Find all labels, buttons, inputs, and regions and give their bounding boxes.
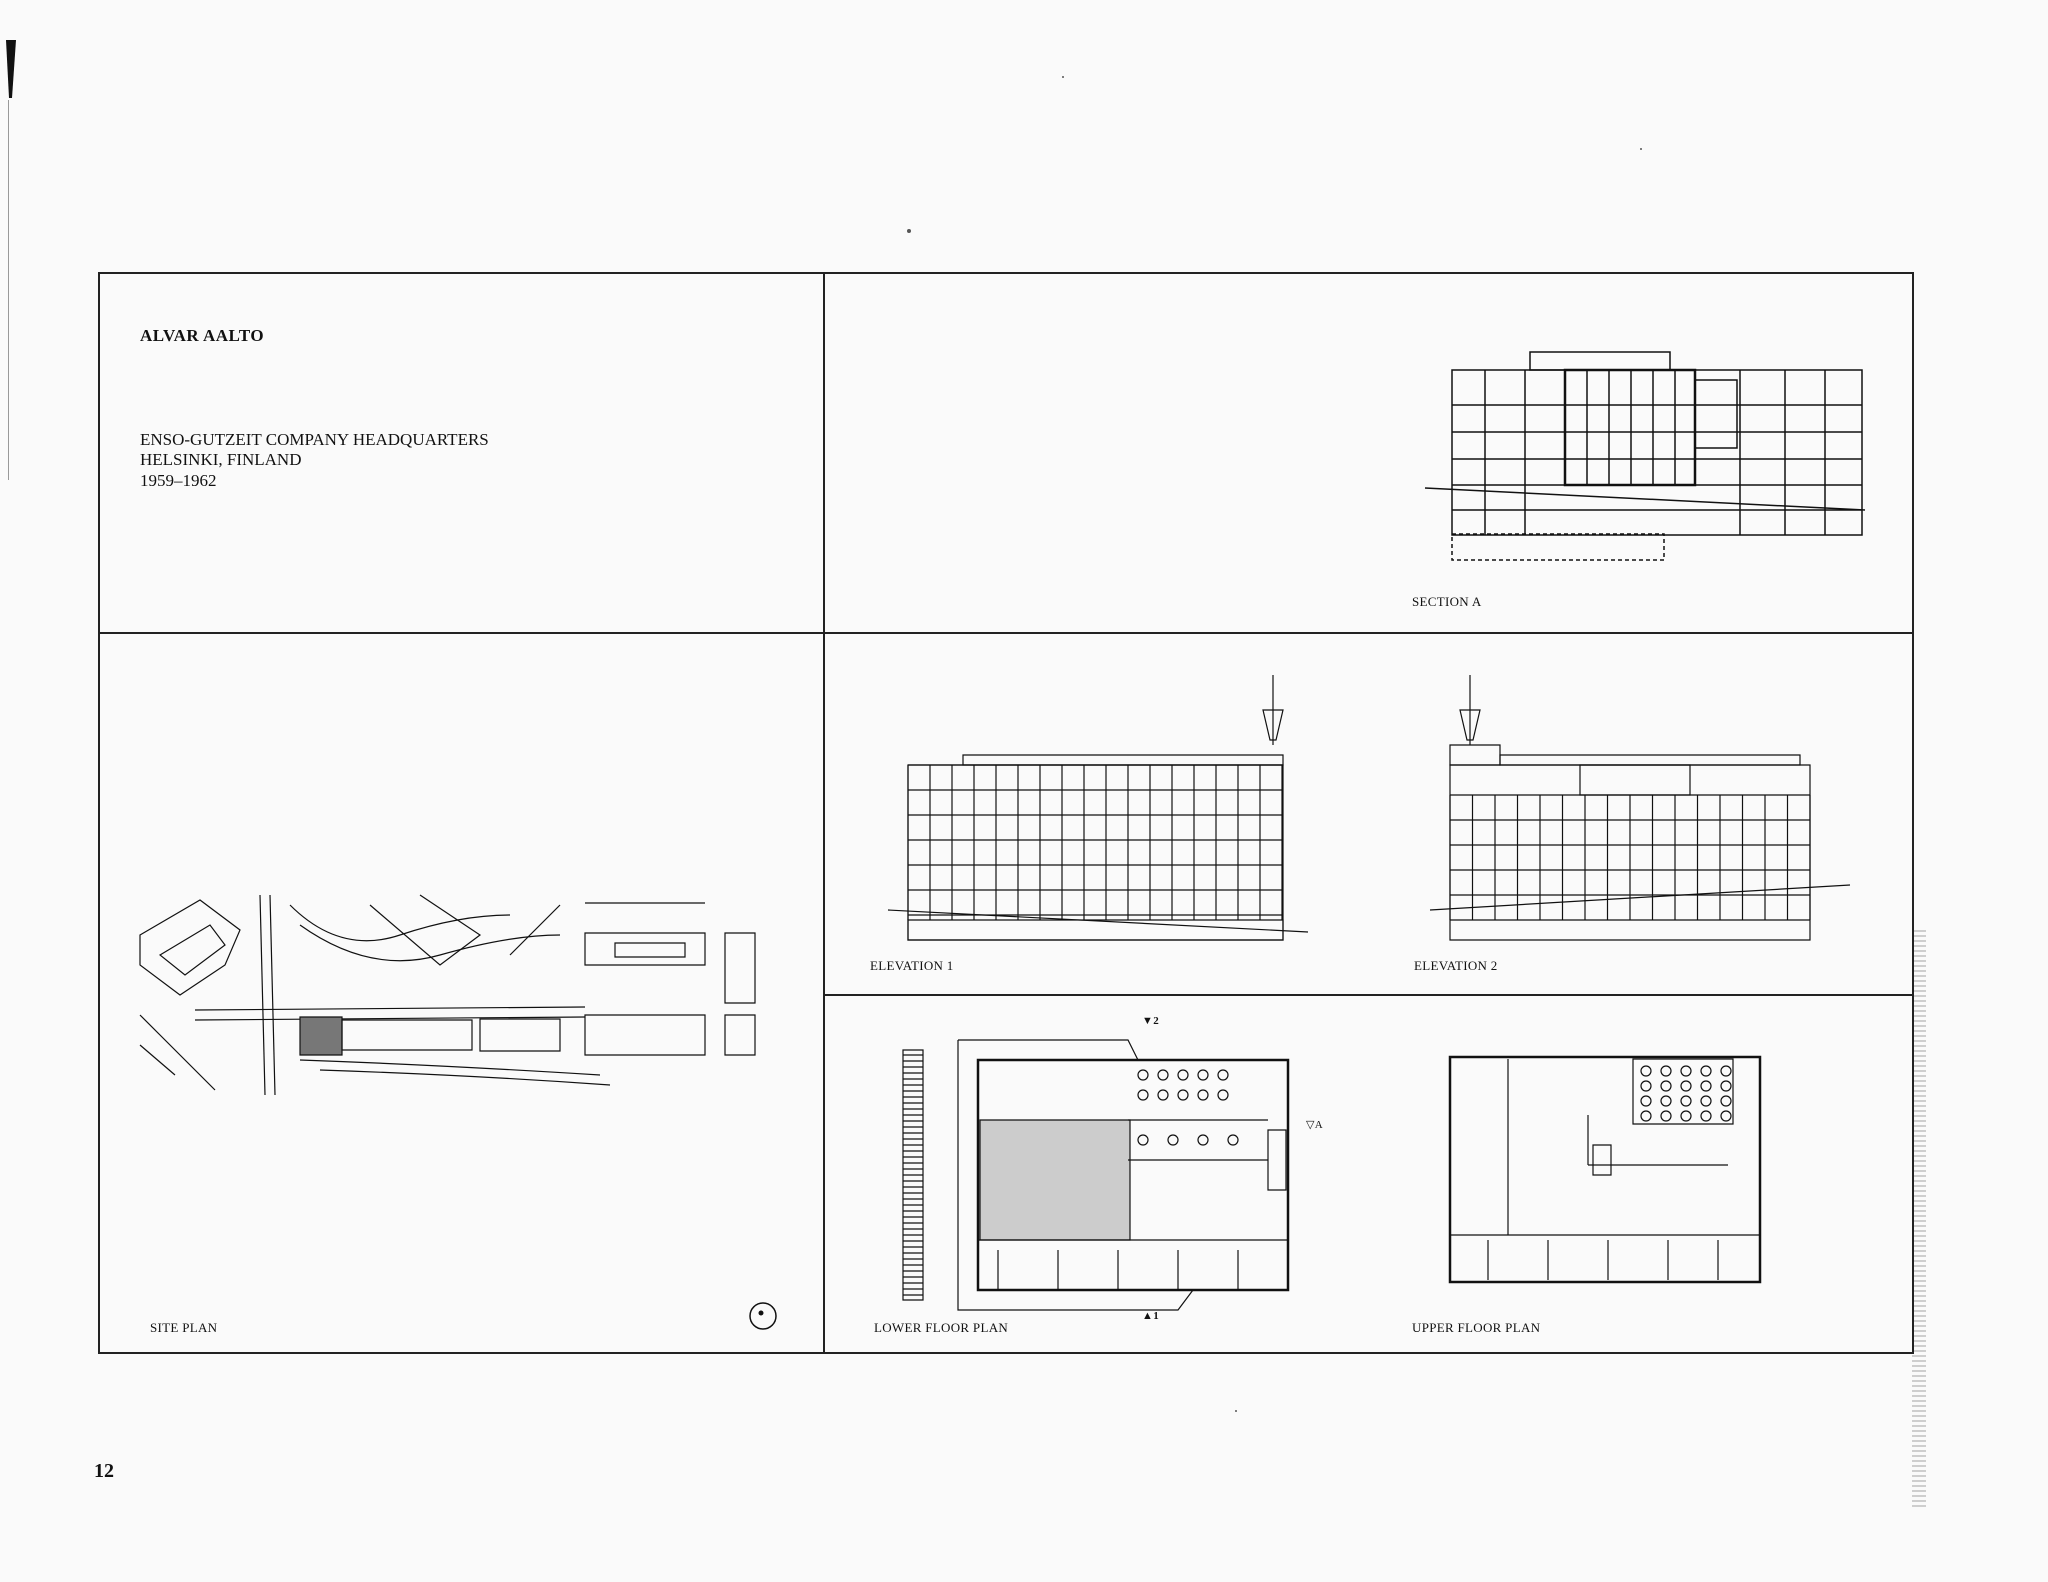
drawing-line <box>1721 1111 1731 1121</box>
drawing-line <box>1228 1135 1238 1145</box>
section-marker-1-number: 1 <box>1153 1310 1159 1322</box>
north-arrow-icon <box>748 1301 778 1331</box>
drawing-line <box>1218 1090 1228 1100</box>
elevation-2-drawing <box>1430 670 1850 930</box>
drawing-line <box>1701 1111 1711 1121</box>
drawing-line <box>1641 1081 1651 1091</box>
scan-speck <box>1062 76 1064 78</box>
drawing-line <box>1721 1066 1731 1076</box>
upper-floor-plan-label: UPPER FLOOR PLAN <box>1412 1320 1541 1335</box>
scan-right-noise <box>1912 930 1926 1510</box>
section-marker-a: ▽A <box>1306 1119 1324 1131</box>
drawing-line <box>1178 1090 1188 1100</box>
elevation-1-label: ELEVATION 1 <box>870 958 954 973</box>
drawing-line <box>1198 1135 1208 1145</box>
section-marker-2: ▼2 <box>1142 1015 1159 1027</box>
scan-speck <box>907 229 911 233</box>
site-plan-label: SITE PLAN <box>150 1320 218 1335</box>
drawing-line <box>1721 1081 1731 1091</box>
elevation-2-label: ELEVATION 2 <box>1414 958 1498 973</box>
drawing-line <box>1681 1111 1691 1121</box>
drawing-sheet-frame <box>98 272 1914 1354</box>
drawing-line <box>1158 1070 1168 1080</box>
scan-edge-mark <box>6 40 16 98</box>
drawing-line <box>1701 1081 1711 1091</box>
elevation-1-drawing <box>888 670 1308 930</box>
architect-name: ALVAR AALTO <box>140 326 265 345</box>
scan-edge-line <box>8 100 9 480</box>
drawing-line <box>1661 1096 1671 1106</box>
drawing-line <box>1641 1066 1651 1076</box>
scan-speck <box>1640 148 1642 150</box>
project-title: ENSO-GUTZEIT COMPANY HEADQUARTERS <box>140 430 489 449</box>
frame-divider-middle <box>823 994 1914 996</box>
drawing-line <box>1198 1090 1208 1100</box>
drawing-line <box>1661 1111 1671 1121</box>
drawing-line <box>1721 1096 1731 1106</box>
drawing-line <box>1138 1070 1148 1080</box>
section-marker-a-letter: A <box>1314 1119 1324 1131</box>
drawing-line <box>1661 1066 1671 1076</box>
section-marker-1: ▲1 <box>1142 1310 1159 1322</box>
drawing-line <box>1198 1070 1208 1080</box>
page-number: 12 <box>94 1460 114 1482</box>
drawing-line <box>1681 1081 1691 1091</box>
project-location: HELSINKI, FINLAND <box>140 450 302 469</box>
scan-speck <box>1235 1410 1237 1412</box>
drawing-line <box>1701 1066 1711 1076</box>
drawing-line <box>1681 1096 1691 1106</box>
drawing-line <box>1641 1096 1651 1106</box>
drawing-line <box>1158 1090 1168 1100</box>
drawing-line <box>1178 1070 1188 1080</box>
project-years: 1959–1962 <box>140 471 217 490</box>
drawing-line <box>1138 1135 1148 1145</box>
lower-floor-plan-label: LOWER FLOOR PLAN <box>874 1320 1009 1335</box>
upper-floor-plan-drawing <box>1448 1055 1768 1285</box>
drawing-line <box>1701 1096 1711 1106</box>
section-a-label: SECTION A <box>1412 594 1482 609</box>
frame-divider-vertical <box>823 272 825 1354</box>
lower-floor-plan-drawing <box>898 1010 1318 1320</box>
drawing-line <box>1661 1081 1671 1091</box>
drawing-line <box>1168 1135 1178 1145</box>
site-plan-drawing <box>140 895 780 1095</box>
drawing-line <box>1218 1070 1228 1080</box>
frame-divider-top <box>98 632 1914 634</box>
section-a-drawing <box>1425 345 1865 565</box>
section-marker-2-number: 2 <box>1153 1015 1159 1027</box>
drawing-line <box>1681 1066 1691 1076</box>
drawing-line <box>1641 1111 1651 1121</box>
drawing-line <box>1138 1090 1148 1100</box>
